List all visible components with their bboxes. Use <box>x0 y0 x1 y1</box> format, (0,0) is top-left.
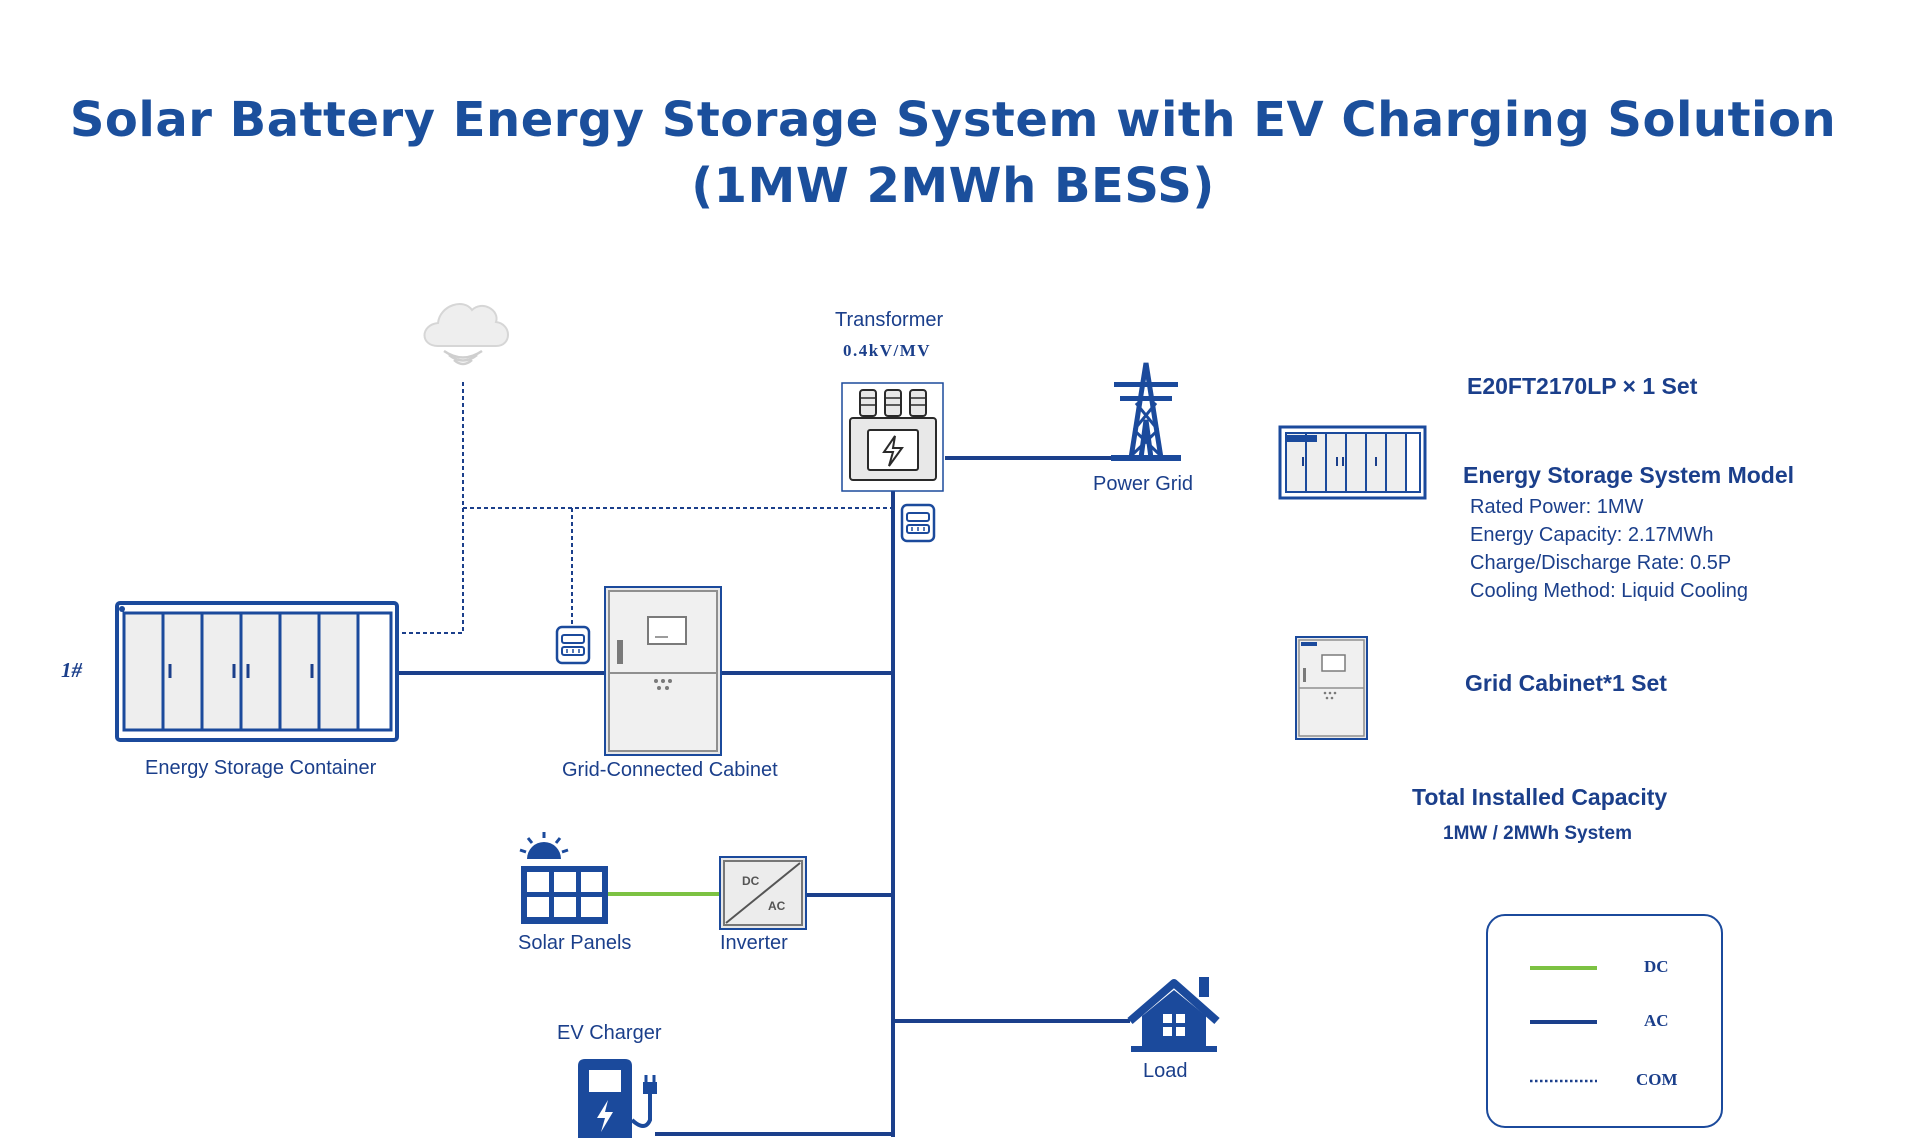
sun-icon <box>519 832 569 859</box>
charge-rate: Charge/Discharge Rate: 0.5P <box>1470 552 1732 574</box>
meter-icon <box>900 503 936 543</box>
diagram-subtitle: (1MW 2MWh BESS) <box>691 158 1215 214</box>
power-tower-icon <box>1111 362 1181 461</box>
transformer-label: Transformer <box>835 309 944 331</box>
legend <box>1486 914 1723 1128</box>
battery-container-icon <box>115 601 399 742</box>
rated-power: Rated Power: 1MW <box>1470 496 1644 518</box>
power-grid-label: Power Grid <box>1093 473 1194 495</box>
model-heading: Energy Storage System Model <box>1463 462 1795 488</box>
energy-capacity: Energy Capacity: 2.17MWh <box>1470 524 1714 546</box>
ess-model-icon <box>1278 425 1427 500</box>
container-index: 1# <box>61 658 82 682</box>
load-label: Load <box>1143 1060 1188 1082</box>
ev-charger-icon <box>578 1059 657 1138</box>
grid-cabinet-icon <box>604 586 722 756</box>
grid-cabinet-small-icon <box>1295 636 1368 740</box>
house-icon <box>1127 977 1220 1052</box>
inverter-label: Inverter <box>720 932 788 954</box>
ac-lines <box>395 456 1130 1137</box>
inverter-dc-text: DC <box>742 874 760 888</box>
transformer-voltage: 0.4kV/MV <box>843 341 932 360</box>
grid-cabinet-set: Grid Cabinet*1 Set <box>1465 670 1667 696</box>
wifi-icon <box>443 349 483 366</box>
com-lines <box>393 382 893 634</box>
transformer-icon <box>841 382 944 492</box>
total-capacity-heading: Total Installed Capacity <box>1412 784 1668 810</box>
legend-com-label: COM <box>1636 1070 1678 1089</box>
inverter-ac-text: AC <box>768 899 786 913</box>
com-line-cloud <box>393 382 464 634</box>
total-capacity-value: 1MW / 2MWh System <box>1443 823 1632 844</box>
inverter-icon: DC AC <box>719 856 807 930</box>
model-set: E20FT2170LP × 1 Set <box>1467 373 1698 399</box>
solar-panels-label: Solar Panels <box>518 932 632 954</box>
legend-dc-label: DC <box>1644 957 1669 976</box>
grid-cabinet-label: Grid-Connected Cabinet <box>562 759 778 781</box>
cloud-icon <box>423 303 509 347</box>
cooling-method: Cooling Method: Liquid Cooling <box>1470 580 1748 602</box>
diagram-title: Solar Battery Energy Storage System with… <box>69 92 1837 148</box>
energy-storage-container-label: Energy Storage Container <box>145 757 377 779</box>
ev-charger-label: EV Charger <box>557 1022 662 1044</box>
meter-icon <box>555 625 591 665</box>
legend-ac-label: AC <box>1644 1011 1669 1030</box>
solar-panel-icon <box>521 866 608 924</box>
